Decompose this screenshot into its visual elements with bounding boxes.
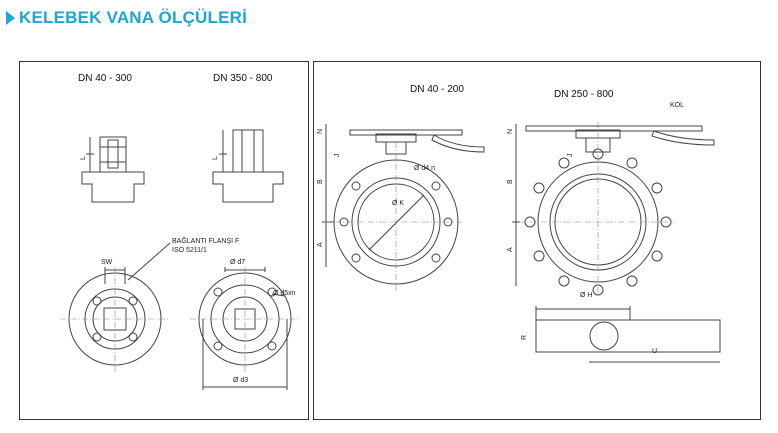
dim-u: U [652, 348, 658, 355]
stem-small [99, 136, 127, 173]
dn-large-label-right: DN 250 - 800 [554, 89, 614, 100]
dn-small-label-right: DN 40 - 200 [410, 84, 464, 95]
right-drawing-panel: DN 40 - 200 DN 250 - 800 KOL Ø d4 n Ø K … [313, 61, 761, 420]
dim-n-large: N [507, 128, 514, 134]
dim-b-small: B [317, 179, 324, 184]
flange-note-line2: ISO 5211/1 [172, 247, 207, 254]
kol-label: KOL [670, 102, 685, 109]
dim-k: Ø K [392, 200, 405, 207]
dim-d3: Ø d3 [233, 377, 249, 384]
page-title: KELEBEK VANA ÖLÇÜLERİ [19, 8, 248, 27]
title-arrow-icon [6, 11, 15, 25]
flange-note-line1: BAĞLANTI FLANŞI F [172, 238, 240, 245]
dim-d5: Ø d5xn [273, 290, 296, 297]
dim-l-small: L [80, 156, 87, 160]
handle-large [525, 125, 703, 132]
dim-b-large: B [507, 179, 514, 184]
right-technical-drawing [322, 122, 721, 363]
dim-sw: SW [101, 259, 113, 266]
dim-a-small: A [317, 242, 324, 247]
handle-plan-view [535, 319, 721, 353]
left-technical-drawing [60, 129, 300, 390]
dim-a-large: A [507, 247, 514, 252]
flange-small [81, 171, 145, 203]
dim-j-small: J [334, 153, 341, 158]
handle-small [349, 129, 463, 136]
stem-large [232, 129, 264, 173]
dn-large-label: DN 350 - 800 [213, 73, 273, 84]
flange-large [212, 171, 284, 203]
dim-n-small: N [317, 128, 324, 134]
dim-r: R [521, 334, 528, 340]
dim-l-large: L [212, 156, 219, 160]
dn-small-label: DN 40 - 300 [78, 73, 132, 84]
page-title-bar: KELEBEK VANA ÖLÇÜLERİ [6, 6, 247, 30]
dim-d7: Ø d7 [230, 259, 246, 266]
dim-j-large: J [567, 153, 574, 158]
dim-h: Ø H [580, 292, 593, 299]
left-drawing-panel: DN 40 - 300 DN 350 - 800 L L BAĞLANTI FL… [19, 61, 309, 420]
dim-d4n: Ø d4 n [414, 165, 436, 172]
